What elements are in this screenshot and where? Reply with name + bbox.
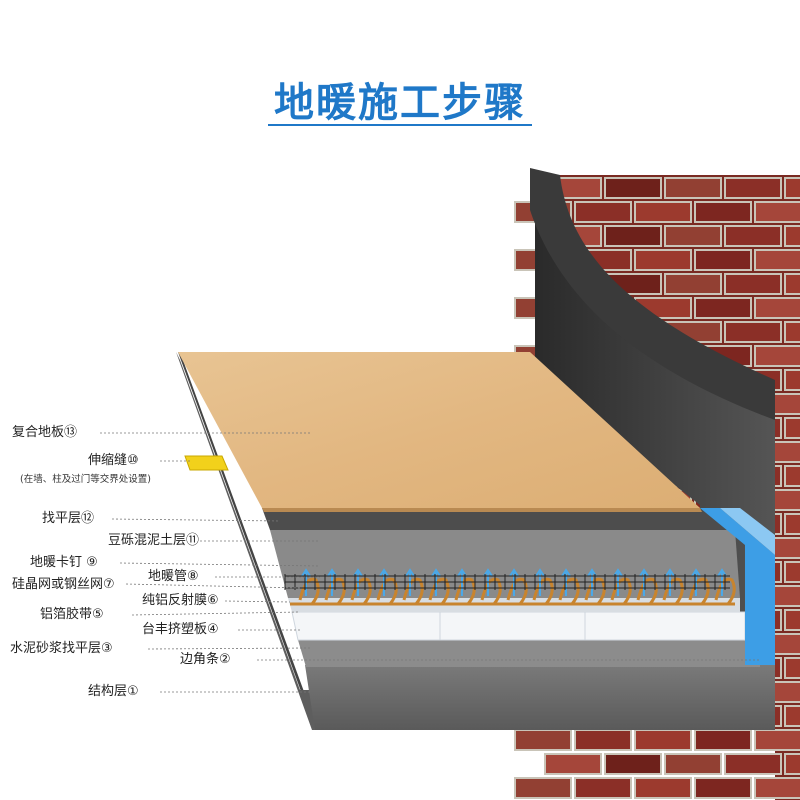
label-gravel-concrete-layer: 豆砾混泥土层⑪: [108, 533, 200, 548]
brick: [724, 177, 782, 199]
brick: [574, 729, 632, 751]
brick: [754, 345, 800, 367]
title-underline: [268, 124, 532, 126]
brick: [514, 729, 572, 751]
brick: [664, 225, 722, 247]
brick: [694, 729, 752, 751]
brick: [724, 321, 782, 343]
brick: [694, 201, 752, 223]
brick: [574, 777, 632, 799]
label-structural-layer: 结构层①: [88, 684, 139, 699]
brick: [544, 753, 602, 775]
brick: [784, 657, 800, 679]
brick: [784, 369, 800, 391]
brick: [634, 777, 692, 799]
label-leveling-layer: 找平层⑫: [42, 511, 95, 526]
brick: [784, 225, 800, 247]
brick: [754, 201, 800, 223]
brick: [604, 177, 662, 199]
label-cement-leveling-layer: 水泥砂浆找平层③: [10, 641, 113, 656]
label-heating-clip: 地暖卡钉 ⑨: [30, 555, 98, 570]
xps-insulation-board: [291, 611, 746, 641]
brick: [574, 201, 632, 223]
brick: [724, 225, 782, 247]
brick: [784, 561, 800, 583]
brick: [514, 777, 572, 799]
brick: [694, 777, 752, 799]
label-expansion-joint: 伸缩缝⑩: [88, 453, 139, 468]
leveling-layer: [262, 508, 735, 530]
brick: [784, 417, 800, 439]
brick: [664, 753, 722, 775]
label-wire-mesh: 硅晶网或钢丝网⑦: [12, 577, 115, 592]
brick: [784, 705, 800, 727]
brick: [784, 513, 800, 535]
label-reflective-film: 纯铝反射膜⑥: [142, 593, 219, 608]
brick: [784, 753, 800, 775]
wire-mesh: [284, 574, 730, 590]
brick: [784, 609, 800, 631]
brick: [694, 297, 752, 319]
structural-layer: [305, 665, 775, 730]
brick: [694, 249, 752, 271]
brick: [784, 465, 800, 487]
label-expansion-joint-note: (在墙、柱及过门等交界处设置): [20, 474, 151, 485]
label-laminate-floor: 复合地板⑬: [12, 425, 78, 440]
edge-strip: [700, 508, 775, 665]
brick: [754, 249, 800, 271]
brick: [634, 201, 692, 223]
brick: [724, 273, 782, 295]
page-title: 地暖施工步骤: [274, 80, 526, 126]
expansion-joint: [184, 455, 229, 471]
brick: [604, 225, 662, 247]
label-aluminum-tape: 铝箔胶带⑤: [40, 607, 104, 622]
brick: [664, 177, 722, 199]
brick: [784, 273, 800, 295]
brick: [784, 321, 800, 343]
laminate-floor: [178, 352, 700, 508]
brick: [754, 777, 800, 799]
brick: [784, 177, 800, 199]
brick: [634, 249, 692, 271]
brick: [724, 753, 782, 775]
brick: [664, 273, 722, 295]
brick: [604, 753, 662, 775]
brick: [634, 729, 692, 751]
cement-leveling-layer: [298, 640, 760, 667]
label-xps-board: 台丰挤塑板④: [142, 622, 219, 637]
label-edge-strip: 边角条②: [180, 652, 231, 667]
brick: [754, 729, 800, 751]
label-heating-pipe: 地暖管⑧: [148, 569, 199, 584]
brick: [754, 297, 800, 319]
leader-lines: [100, 432, 760, 693]
